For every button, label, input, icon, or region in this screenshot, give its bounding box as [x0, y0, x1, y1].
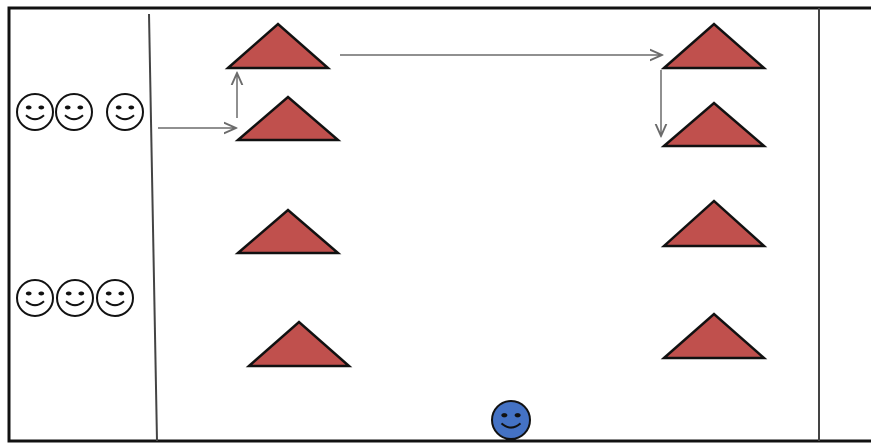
player-face-icon	[96, 279, 134, 317]
player-face-icon	[16, 279, 54, 317]
cone-group	[224, 22, 768, 368]
cone-right-4	[660, 312, 768, 360]
cone-left-2	[234, 95, 342, 142]
player-face-icon	[16, 93, 54, 131]
cone-left-3	[234, 208, 342, 255]
field-border	[7, 6, 871, 443]
cone-right-2	[660, 101, 768, 148]
cone-right-3	[660, 199, 768, 248]
player-face-icon	[55, 93, 93, 131]
start-line	[148, 13, 158, 442]
coach-face-icon	[491, 400, 531, 440]
player-face-icon	[56, 279, 94, 317]
cone-left-1	[224, 22, 332, 70]
cone-left-4	[245, 320, 353, 368]
player-face-icon	[106, 93, 144, 131]
cone-right-1	[660, 22, 768, 70]
player-groups	[16, 93, 531, 440]
